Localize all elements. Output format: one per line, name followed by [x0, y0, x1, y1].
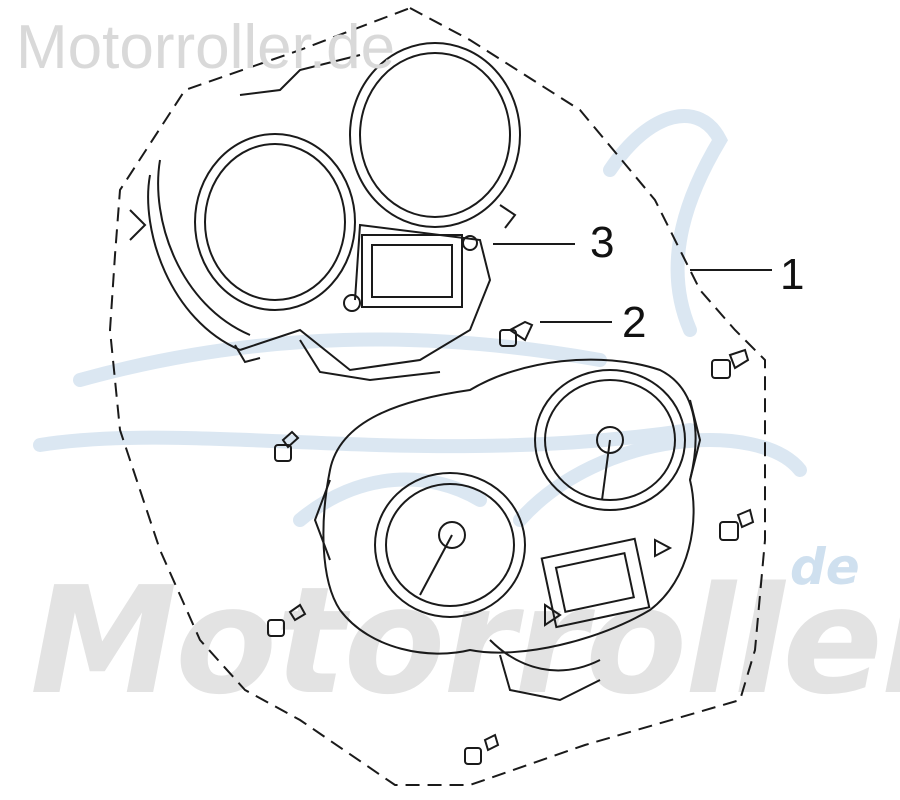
watermark-top: Motorroller.de: [16, 13, 396, 82]
logo-watermark: [33, 109, 807, 527]
callout-2: 2: [622, 298, 647, 347]
screw-6: [464, 733, 500, 765]
screw-4: [719, 508, 755, 541]
screw-5: [267, 603, 307, 637]
callout-3: 3: [590, 218, 615, 267]
screw-2: [711, 348, 750, 379]
watermark-de: de: [790, 538, 860, 596]
lower-instrument-cluster: [313, 358, 702, 702]
screw-3: [274, 430, 300, 462]
assembly-outline-dashed: [108, 6, 766, 786]
screw-1: [499, 320, 534, 347]
upper-housing: [129, 42, 521, 382]
screws: [267, 320, 755, 765]
callout-1: 1: [780, 250, 805, 299]
leader-lines: [493, 243, 772, 323]
